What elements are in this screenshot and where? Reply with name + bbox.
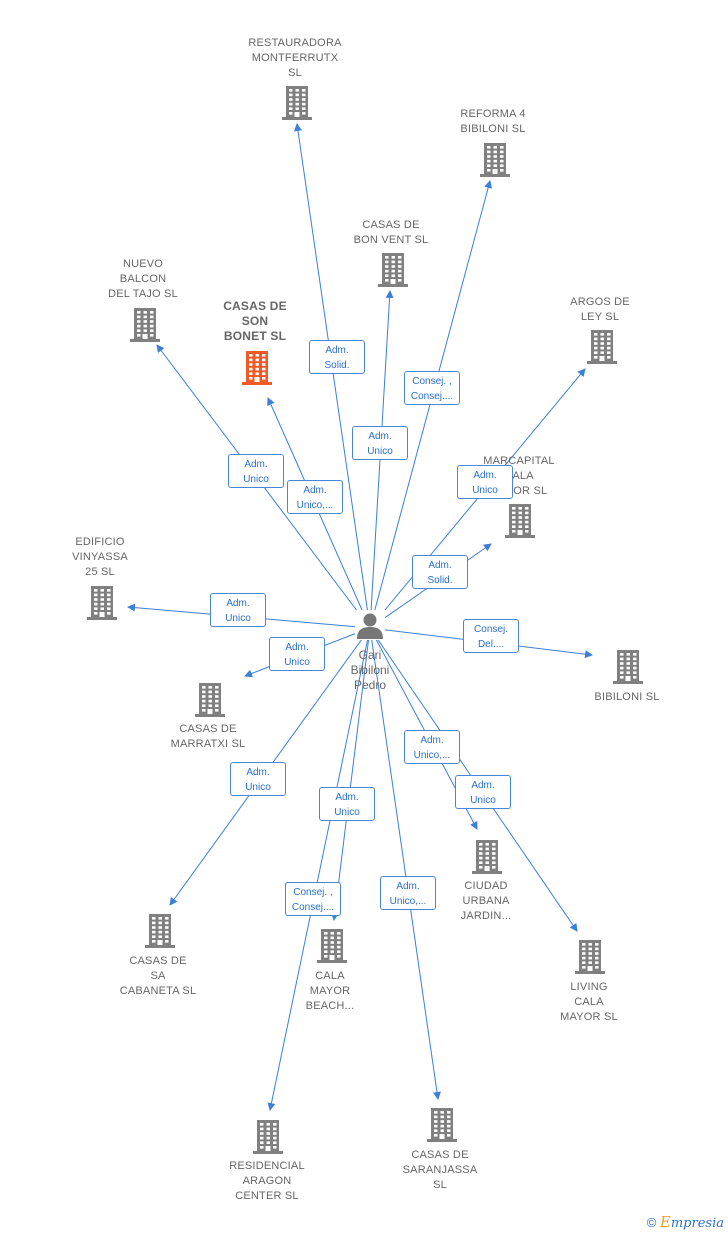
building-icon[interactable] (480, 143, 510, 182)
building-icon[interactable] (427, 1108, 457, 1147)
building-icon[interactable] (130, 308, 160, 347)
company-name-bibiloni[interactable]: BIBILONI SL (594, 691, 660, 703)
building-icon[interactable] (587, 330, 617, 369)
building-icon[interactable] (317, 929, 347, 968)
building-icon[interactable] (253, 1120, 283, 1159)
relation-label-sacabaneta[interactable]: Adm. Unico (230, 762, 286, 796)
relation-label-marcapital[interactable]: Adm. Solid. (412, 555, 468, 589)
company-name-argos[interactable]: ARGOS DE LEY SL (570, 296, 630, 323)
company-name-reforma4[interactable]: REFORMA 4 BIBILONI SL (460, 108, 526, 135)
company-name-bonvent[interactable]: CASAS DE BON VENT SL (353, 219, 429, 246)
edge-restauradora (294, 123, 371, 629)
building-icon[interactable] (87, 586, 117, 625)
relation-label-livingcala[interactable]: Adm. Unico (455, 775, 511, 809)
edge-saranjassa (369, 627, 441, 1100)
building-icon[interactable] (195, 683, 225, 722)
building-icon[interactable] (242, 351, 272, 390)
building-icon[interactable] (505, 504, 535, 543)
relation-label-ciudadurbana[interactable]: Adm. Unico,... (404, 730, 460, 764)
company-name-sacabaneta[interactable]: CASAS DE SA CABANETA SL (119, 955, 197, 997)
relation-label-restauradora[interactable]: Adm. Solid. (309, 340, 365, 374)
relation-label-bibiloni[interactable]: Consej. Del.... (463, 619, 519, 653)
company-name-sonbonet[interactable]: CASAS DE SON BONET SL (223, 299, 287, 343)
building-icon[interactable] (613, 650, 643, 689)
company-name-vinyassa[interactable]: EDIFICIO VINYASSA 25 SL (72, 536, 128, 578)
building-icon[interactable] (472, 840, 502, 879)
relation-label-saranjassa[interactable]: Adm. Unico,... (380, 876, 436, 910)
company-name-saranjassa[interactable]: CASAS DE SARANJASSA SL (402, 1149, 478, 1191)
person-icon[interactable] (355, 610, 385, 645)
empresia-logo: © Empresia (646, 1213, 724, 1231)
company-name-calamayorbeach[interactable]: CALA MAYOR BEACH... (305, 970, 355, 1012)
relation-label-argos[interactable]: Adm. Unico (457, 465, 513, 499)
relation-label-nuevobalcon[interactable]: Adm. Unico (228, 454, 284, 488)
relation-label-bonvent[interactable]: Adm. Unico (352, 426, 408, 460)
relation-label-marratxi[interactable]: Adm. Unico (269, 637, 325, 671)
building-icon[interactable] (145, 914, 175, 953)
company-name-nuevobalcon[interactable]: NUEVO BALCON DEL TAJO SL (108, 258, 178, 300)
person-name[interactable]: Gari Bibiloni Pedro (350, 648, 390, 692)
company-name-marratxi[interactable]: CASAS DE MARRATXI SL (170, 723, 246, 750)
relation-label-residencial[interactable]: Consej. , Consej.... (285, 882, 341, 916)
building-icon[interactable] (575, 940, 605, 979)
company-name-residencial[interactable]: RESIDENCIAL ARAGON CENTER SL (229, 1160, 305, 1202)
company-name-livingcala[interactable]: LIVING CALA MAYOR SL (560, 981, 618, 1023)
company-name-restauradora[interactable]: RESTAURADORA MONTFERRUTX SL (248, 37, 342, 79)
building-icon[interactable] (282, 86, 312, 125)
relation-label-reforma4[interactable]: Consej. , Consej.... (404, 371, 460, 405)
edge-residencial (267, 627, 371, 1111)
company-name-ciudadurbana[interactable]: CIUDAD URBANA JARDIN... (460, 880, 512, 922)
building-icon[interactable] (378, 253, 408, 292)
edge-calamayorbeach (330, 627, 371, 921)
relation-label-sonbonet[interactable]: Adm. Unico,... (287, 480, 343, 514)
relation-label-vinyassa[interactable]: Adm. Unico (210, 593, 266, 627)
relation-label-calamayorbeach[interactable]: Adm. Unico (319, 787, 375, 821)
